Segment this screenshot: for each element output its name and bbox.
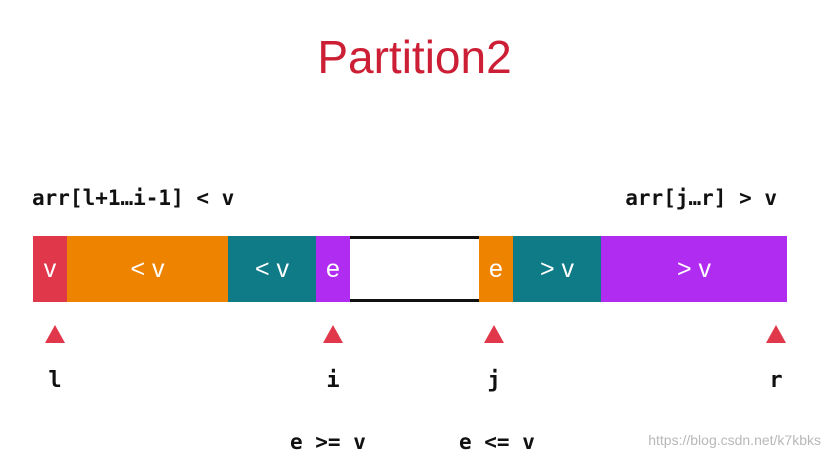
element-j-segment: e	[479, 236, 513, 302]
greater-than-segment-1: > v	[513, 236, 601, 302]
r-index-label: r	[769, 368, 783, 393]
l-index-label: l	[48, 368, 62, 393]
right-range-label: arr[j…r] > v	[625, 186, 777, 210]
l-marker-triangle	[45, 325, 65, 343]
left-range-label: arr[l+1…i-1] < v	[32, 186, 235, 210]
array-bar: v < v < v e e > v > v	[33, 236, 787, 302]
i-index-label: i	[326, 368, 340, 393]
watermark: https://blog.csdn.net/k7kbks	[648, 432, 821, 448]
i-marker-triangle	[323, 325, 343, 343]
j-index-label: j	[487, 368, 501, 393]
j-condition-label: e <= v	[459, 430, 535, 454]
r-marker-triangle	[766, 325, 786, 343]
less-than-segment-2: < v	[228, 236, 316, 302]
unprocessed-segment	[350, 236, 479, 302]
element-i-segment: e	[316, 236, 350, 302]
less-than-segment-1: < v	[67, 236, 228, 302]
j-marker-triangle	[484, 325, 504, 343]
diagram-title: Partition2	[317, 31, 512, 83]
pivot-segment: v	[33, 236, 67, 302]
greater-than-segment-2: > v	[601, 236, 787, 302]
i-condition-label: e >= v	[290, 430, 366, 454]
